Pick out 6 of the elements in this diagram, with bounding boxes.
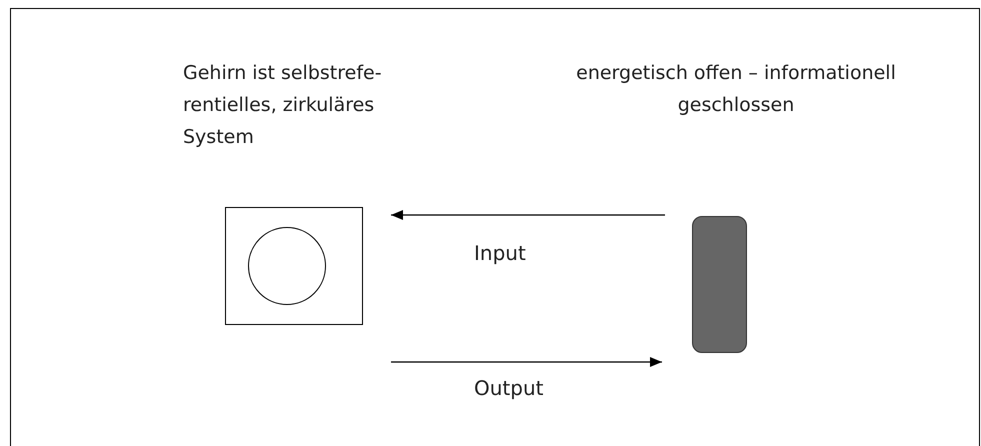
arrow: [391, 210, 665, 220]
square-box: [225, 207, 363, 325]
note-text: Gehirn ist selbstrefe- rentielles, zirkuläres System: [183, 61, 383, 150]
arrow: [391, 357, 662, 367]
note-text: energetisch offen – informationell geschlossen: [576, 61, 896, 118]
rounded-bar: [692, 216, 747, 353]
